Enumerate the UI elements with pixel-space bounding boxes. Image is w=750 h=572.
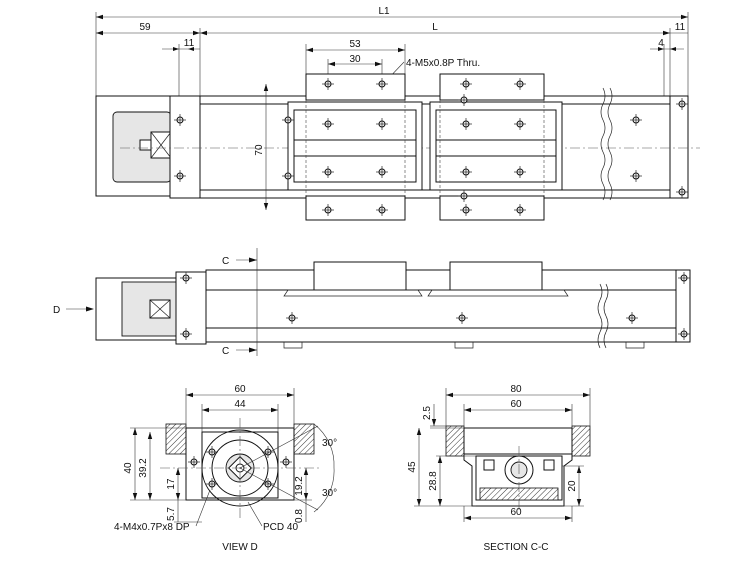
top-view: L1 59 L 11 11 <box>95 6 700 221</box>
carriage-2-flange-bottom <box>439 195 545 221</box>
section-marker-top: C <box>222 256 229 267</box>
carriage-2-flange-top <box>439 73 545 101</box>
view-d-right-pad <box>293 423 315 455</box>
dim-carriage-width-label: 53 <box>349 39 361 50</box>
dim-carriage-hole-pitch-label: 30 <box>349 54 361 65</box>
dim-height-label: 70 <box>254 144 265 156</box>
carriage-2-top <box>435 109 557 183</box>
section-marker-bottom: C <box>222 346 229 357</box>
view-d-width-outer-label: 60 <box>234 384 246 395</box>
dim-right-small: 4 <box>650 38 684 96</box>
dim-left-offset-label: 59 <box>139 22 151 33</box>
view-d-left-pad <box>165 423 187 455</box>
carriage-1-top <box>293 109 417 183</box>
section-width-top-label: 60 <box>510 399 522 410</box>
section-width-bottom-label: 60 <box>510 507 522 518</box>
view-d-offset-17-label: 17 <box>166 478 177 490</box>
dim-left-gap-label: 11 <box>184 38 195 49</box>
view-d-pcd-note: PCD 40 <box>263 522 298 533</box>
dim-overall-length: L1 <box>96 6 688 20</box>
dim-length: L <box>200 22 670 36</box>
dim-left-offset: 59 <box>96 22 200 36</box>
right-end-block <box>669 95 689 199</box>
view-d-height-label: 40 <box>123 462 134 474</box>
section-cc: 80 60 60 2.5 45 28.8 <box>407 384 591 553</box>
section-top-offset-label: 2.5 <box>422 406 433 420</box>
view-d-mount-holes <box>188 446 292 490</box>
view-d-holes-note: 4-M4x0.7Px8 DP <box>114 522 190 533</box>
left-end-block <box>169 95 201 199</box>
view-d: 60 44 40 39.2 17 5.7 19.2 <box>114 384 337 553</box>
side-carriage-1 <box>313 261 407 291</box>
section-cc-caption: SECTION C-C <box>484 542 549 553</box>
dim-length-label: L <box>432 22 438 33</box>
view-marker: D <box>53 305 60 316</box>
section-left-pad <box>445 425 465 457</box>
side-rail <box>205 269 677 343</box>
side-right-end <box>675 269 691 343</box>
view-d-angle-bottom-label: 30° <box>322 488 337 499</box>
dim-overall-length-label: L1 <box>378 6 390 17</box>
side-carriage-2 <box>449 261 543 291</box>
section-right-pad <box>571 425 591 457</box>
section-height-inner-label: 28.8 <box>428 471 439 491</box>
dim-height: 70 <box>254 84 269 210</box>
side-left-end <box>175 271 207 345</box>
carriage-1-flange-bottom <box>305 195 406 221</box>
view-d-offset-5-7-label: 5.7 <box>166 507 177 521</box>
view-d-height-inner-label: 39.2 <box>138 458 149 478</box>
carriage-holes-note: 4-M5x0.8P Thru. <box>406 58 480 69</box>
view-d-offset-19-2-label: 19.2 <box>294 476 305 496</box>
dim-right-small-label: 4 <box>658 38 664 49</box>
dim-right-gap-label: 11 <box>675 22 686 33</box>
bolt-holes-top-view <box>174 78 688 216</box>
bolt-holes-side-view <box>180 272 690 340</box>
section-height-label: 45 <box>407 461 418 473</box>
side-view: C C D <box>53 248 691 357</box>
dim-right-gap: 11 <box>670 22 688 34</box>
dim-left-gap: 11 <box>162 38 200 96</box>
carriage-1-flange-top <box>305 73 406 101</box>
section-table <box>463 427 573 455</box>
view-d-caption: VIEW D <box>222 542 258 553</box>
section-width-outer-label: 80 <box>510 384 522 395</box>
section-right-height-label: 20 <box>567 480 578 492</box>
view-d-width-inner-label: 44 <box>234 399 246 410</box>
dim-carriage-width: 53 <box>305 39 406 74</box>
view-d-angle-top-label: 30° <box>322 438 337 449</box>
view-d-offset-0-8-label: 0.8 <box>294 509 305 523</box>
motor-shaft <box>139 139 152 151</box>
